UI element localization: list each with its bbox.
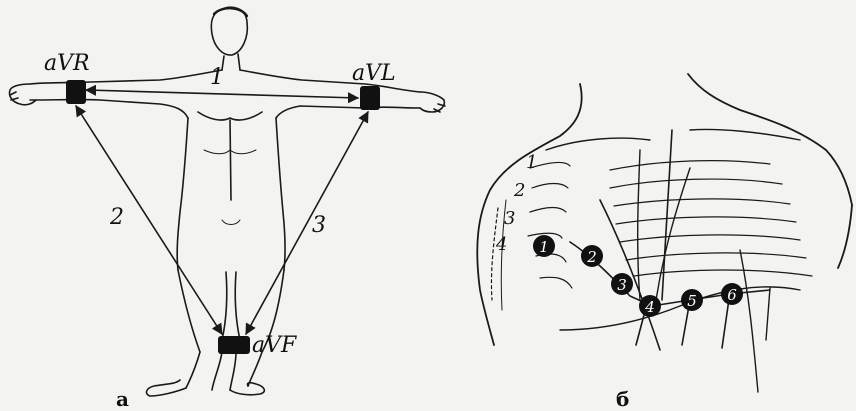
lead-number-2: 2 [109,205,124,230]
chest-electrode-6-label: 6 [727,286,737,304]
rib-number-4: 4 [495,234,507,255]
chest-electrode-2: 2 [581,245,603,267]
rib-number-1: 1 [526,152,537,173]
rib-number-2: 2 [513,180,525,201]
lead-2-arrow [76,106,222,334]
electrode-aVR [66,80,86,104]
chest-electrode-4: 4 [639,295,661,317]
panel-a-caption: а [116,387,129,411]
lead-number-1: 1 [210,65,224,90]
lead-number-3: 3 [312,213,326,238]
chest-electrode-6: 6 [721,283,743,305]
label-aVR: aVR [44,51,90,76]
electrode-aVL [360,86,380,110]
panel-b-caption: б [616,387,629,411]
label-aVL: aVL [352,61,396,86]
chest-electrode-3-label: 3 [617,276,627,294]
chest-electrode-2-label: 2 [586,248,597,266]
label-aVF: aVF [252,333,297,358]
chest-electrode-5-label: 5 [687,292,697,310]
chest-electrode-1-label: 1 [539,238,549,256]
chest-electrode-1: 1 [533,235,555,257]
rib-number-3: 3 [504,208,515,229]
chest-electrode-3: 3 [611,273,633,295]
lead-1-arrow [86,90,358,98]
chest-electrode-5: 5 [681,289,703,311]
chest-outline [477,74,852,392]
electrode-aVF [218,336,250,354]
chest-electrode-4-label: 4 [644,298,655,316]
lead-3-arrow [246,112,368,334]
